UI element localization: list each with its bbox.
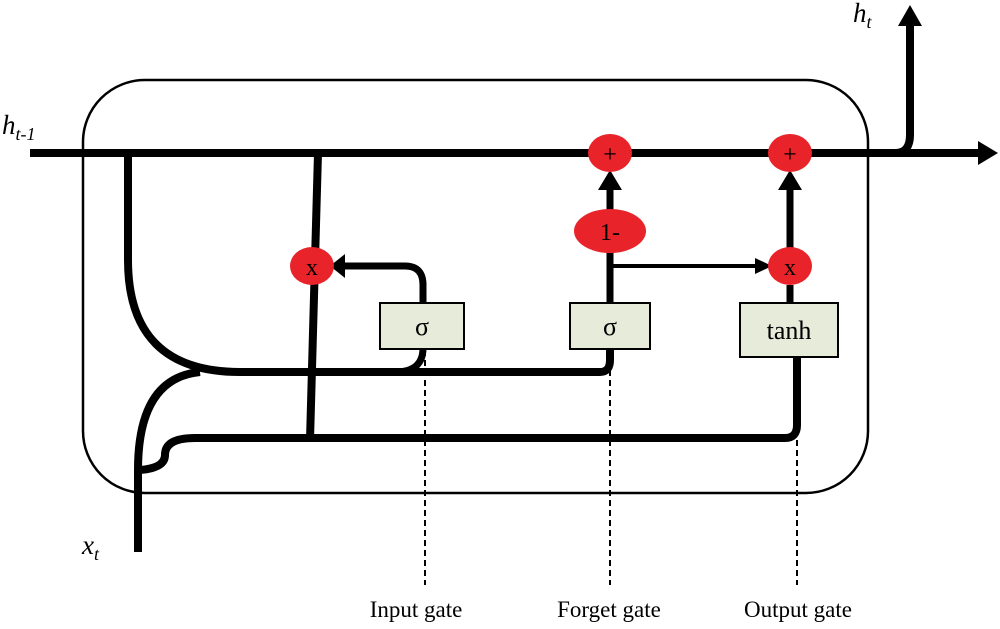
input-gate-feed (394, 347, 427, 376)
output-gate-box: tanh (739, 302, 839, 358)
output-branch-arrowhead (898, 5, 922, 26)
input-x-line (134, 368, 201, 552)
forget-gate-activation: σ (603, 312, 617, 341)
svg-text:+: + (603, 142, 617, 168)
svg-text:x: x (784, 255, 796, 281)
forget-gate-arrowhead (598, 170, 622, 190)
input-vertical-line (306, 152, 322, 441)
input-multiply-operator: x (290, 247, 334, 285)
recurrent-curve (124, 155, 614, 376)
forget-gate-box: σ (569, 302, 651, 350)
h-t-minus-1-label: ht-1 (2, 110, 36, 144)
x-t-label: xt (81, 530, 100, 564)
input-gate-box: σ (379, 302, 465, 350)
input-gate-arrowhead (330, 254, 345, 278)
one-minus-operator: 1- (574, 209, 646, 253)
forget-plus-operator: + (588, 134, 632, 172)
output-gate-caption: Output gate (744, 597, 852, 622)
output-gate-arrowhead (778, 170, 802, 190)
forget-gate-caption: Forget gate (557, 597, 661, 622)
output-branch-line (894, 26, 914, 157)
hidden-state-arrowhead (978, 141, 998, 165)
input-gate-to-mult (345, 262, 427, 303)
svg-text:1-: 1- (600, 220, 620, 246)
output-multiply-operator: x (768, 247, 812, 285)
forget-to-output-arrowhead (755, 258, 772, 274)
output-gate-activation: tanh (767, 316, 812, 345)
input-x-lower-branch (139, 357, 801, 474)
svg-text:x: x (306, 255, 318, 281)
input-gate-caption: Input gate (370, 597, 463, 622)
cell-boundary (81, 78, 870, 495)
svg-text:+: + (783, 142, 797, 168)
input-gate-activation: σ (415, 312, 429, 341)
h-t-label: ht (853, 0, 873, 32)
output-plus-operator: + (768, 134, 812, 172)
